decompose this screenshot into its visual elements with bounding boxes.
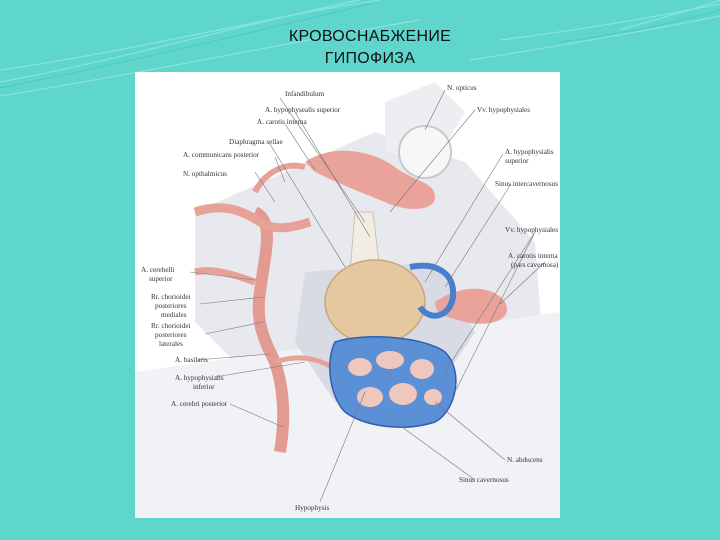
label-vv-hypophysiales-2: Vv. hypophysiales — [505, 226, 558, 234]
label-laterales: laterales — [159, 340, 183, 348]
label-vv-hypophysiales-1: Vv. hypophysiales — [477, 106, 530, 114]
hypophysis-gland — [325, 260, 425, 344]
label-superior: superior — [149, 275, 173, 283]
label-pars-cavernosa: (pars cavernosa) — [511, 261, 558, 269]
label-a-hypophysialis-inferior-2: inferior — [193, 383, 215, 391]
label-diaphragma-sellae: Diaphragma sellae — [229, 138, 283, 146]
label-rr-chorioidei-2: Rr. chorioidei — [151, 322, 191, 330]
label-a-communicans-posterior: A. communicans posterior — [183, 151, 259, 159]
title-line-1: КРОВОСНАБЖЕНИЕ — [200, 26, 540, 48]
label-posteriores-2: posteriores — [155, 331, 187, 339]
label-hypophysis: Hypophysis — [295, 504, 329, 512]
cavernous-sinus — [330, 337, 456, 427]
label-superior-right: superior — [505, 157, 529, 165]
label-sinus-intercavernosus: Sinus intercavernosus — [495, 180, 558, 188]
label-a-carotis-interna: A. carotis interna — [257, 118, 307, 126]
label-a-hypophysealis-superior: A. hypophysealis superior — [265, 106, 340, 114]
label-a-carotis-interna-right: A. carotis interna — [508, 252, 558, 260]
label-a-hypophysialis-inferior-1: A. hypophysialis — [175, 374, 224, 382]
label-a-cerebelli: A. cerebelli — [141, 266, 175, 274]
label-a-basilaris: A. basilaris — [175, 356, 208, 364]
anatomical-illustration: Infandibulum A. hypophysealis superior A… — [135, 72, 560, 518]
pituitary-diagram — [135, 72, 560, 518]
label-rr-chorioidei-1: Rr. chorioidei — [151, 293, 191, 301]
label-n-abducens: N. abducens — [507, 456, 543, 464]
label-n-opthalmicus: N. opthalmicus — [183, 170, 227, 178]
label-infundibulum: Infandibulum — [285, 90, 324, 98]
title-line-2: ГИПОФИЗА — [200, 48, 540, 70]
label-sinus-cavernosus: Sinus cavernosus — [459, 476, 509, 484]
label-a-cerebri-posterior: A. cerebri posterior — [171, 400, 227, 408]
label-posteriores-1: posteriores — [155, 302, 187, 310]
label-n-opticus: N. opticus — [447, 84, 477, 92]
label-a-hypophysialis-right: A. hypophysialis — [505, 148, 554, 156]
slide-title: КРОВОСНАБЖЕНИЕ ГИПОФИЗА — [200, 26, 540, 70]
label-mediales: mediales — [161, 311, 187, 319]
